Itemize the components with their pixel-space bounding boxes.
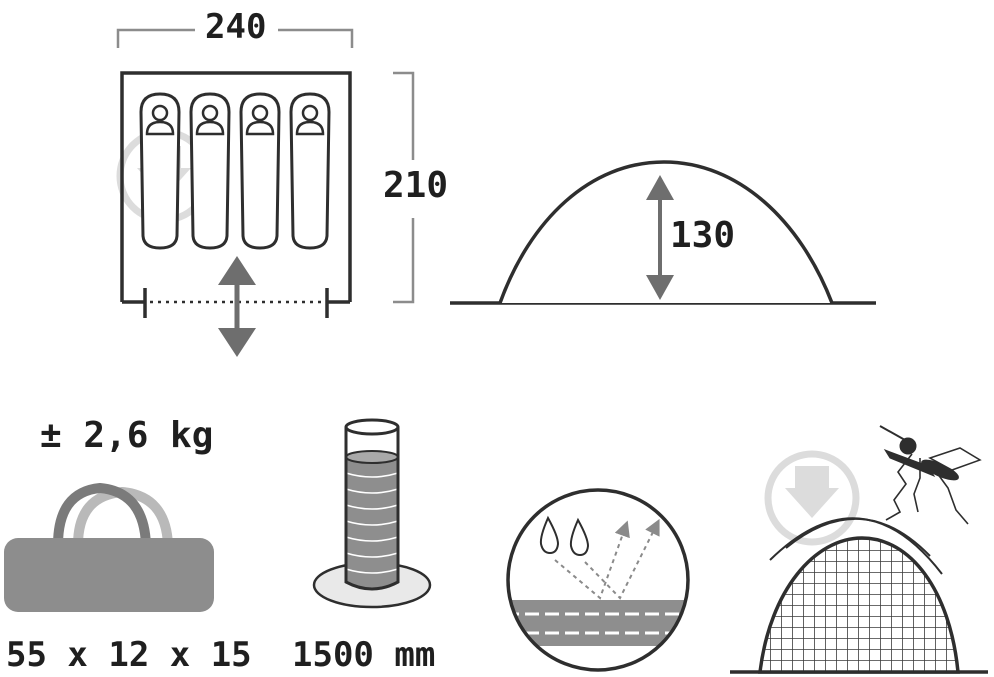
width-label: 240 (205, 7, 267, 47)
cylinder-rings (345, 472, 399, 574)
depth-dimension-bracket (393, 71, 415, 304)
bag-body (4, 538, 214, 612)
waterproof-fabric-icon (506, 488, 690, 672)
handle-dark (53, 482, 151, 546)
mosquito-icon (879, 425, 982, 525)
side-profile (450, 160, 876, 305)
height-double-arrow-icon (646, 175, 674, 300)
person-icon (295, 104, 325, 136)
person-icon (195, 104, 225, 136)
dome-outline (498, 160, 834, 304)
weight-label: ± 2,6 kg (40, 415, 214, 456)
entrance-double-arrow-icon (218, 256, 256, 357)
sleeping-bag (139, 92, 181, 250)
raindrop-icon (539, 515, 590, 557)
height-label: 130 (670, 215, 736, 256)
sleeping-bags (139, 92, 331, 250)
fabric-layer (508, 600, 688, 646)
cylinder-top (344, 418, 400, 436)
packed-bag-icon (4, 482, 214, 612)
sleeping-bag (239, 92, 281, 250)
packed-size-label: 55 x 12 x 15 (6, 635, 252, 675)
mosquito-net-icon (730, 425, 988, 674)
floor-plan-outline (120, 71, 352, 302)
net-dome (758, 536, 960, 674)
water-column-label: 1500 mm (292, 635, 436, 675)
deflect-arcs (769, 517, 943, 575)
floor-plan (120, 71, 352, 357)
depth-label: 210 (383, 165, 449, 206)
sleeping-bag (189, 92, 231, 250)
cylinder-wall (344, 427, 400, 591)
person-icon (245, 104, 275, 136)
splash-arrows (554, 518, 660, 600)
width-dimension-bracket (116, 28, 354, 48)
water-column-icon (312, 418, 432, 609)
sleeping-bag (289, 92, 331, 250)
watermark-icon (764, 450, 860, 546)
person-icon (145, 104, 175, 136)
